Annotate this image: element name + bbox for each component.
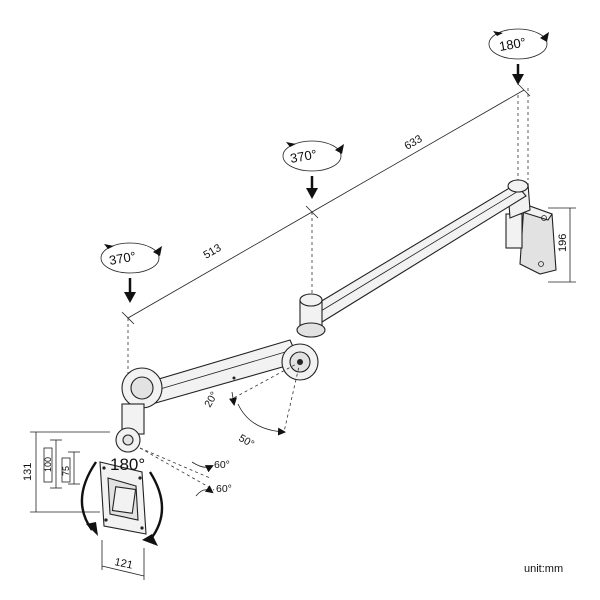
rotation-indicator-mid: 370° bbox=[282, 140, 344, 199]
dimension-lines bbox=[30, 83, 576, 580]
dim-label-121: 121 bbox=[113, 556, 133, 572]
upper-arm bbox=[296, 179, 529, 338]
dim-line-513 bbox=[127, 211, 313, 319]
dim-label-196: 196 bbox=[557, 234, 569, 252]
dim-label-75: 75 bbox=[61, 466, 71, 476]
angle-label-swivel-a: 60° bbox=[214, 459, 230, 471]
rotation-label-mid: 370° bbox=[289, 147, 318, 166]
angle-label-tilt-up: 20° bbox=[202, 390, 220, 410]
angle-label-tilt-down: 50° bbox=[237, 432, 257, 450]
dim-label-513: 513 bbox=[202, 242, 224, 262]
dim-label-131: 131 bbox=[22, 463, 34, 481]
rotation-label-wall: 180° bbox=[498, 35, 527, 54]
swivel-angle-indicator: 60° 60° bbox=[139, 447, 232, 497]
rotation-indicator-left: 370° bbox=[100, 242, 162, 303]
angle-label-swivel-b: 60° bbox=[216, 483, 232, 495]
unit-label: unit:mm bbox=[524, 563, 564, 575]
rotation-label-head: 180° bbox=[110, 455, 145, 474]
tilt-joint bbox=[115, 367, 163, 453]
lower-arm bbox=[141, 339, 319, 405]
dim-line-121 bbox=[101, 565, 145, 577]
vesa-head bbox=[99, 461, 147, 535]
rotation-indicator-wall: 180° bbox=[488, 28, 549, 85]
head-rotation-indicator: 180° bbox=[80, 455, 164, 546]
dim-line-633 bbox=[311, 89, 525, 213]
dim-label-100: 100 bbox=[43, 457, 53, 472]
rotation-label-left: 370° bbox=[108, 249, 137, 268]
